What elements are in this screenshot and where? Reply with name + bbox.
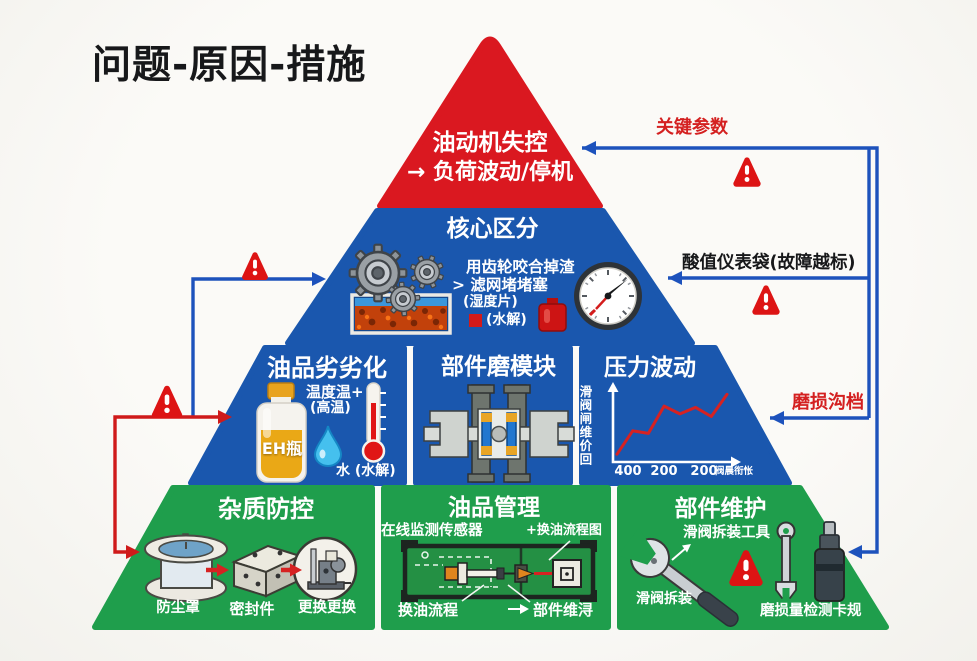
oil-mgmt-leaders [461,540,571,603]
band-cause-pressure [579,345,792,486]
pressure-chart [607,382,741,468]
impurity-item-1: 防尘罩 [156,600,200,616]
oil-canister-icon [538,298,567,332]
chart-tick-suffix: 阀晨衔怅 [715,466,754,477]
dust-cover-icon [144,533,228,602]
gauge-icon [574,262,642,330]
warning-icon-right-mid [752,285,780,315]
impurity-flow-arrows [206,563,302,577]
connector-left-blue-arrowhead [312,272,326,286]
measure-oil-title: 油品管理 [448,495,540,521]
tool-label-pointer [671,544,691,561]
caliper-tools-icon [775,521,845,602]
wear-groove-label: 磨损沟档 [792,392,864,413]
chart-tick-1: 400 [614,464,642,479]
measure-impurity-title: 杂质防控 [218,495,314,523]
connector-left-red-arrowheads [126,410,232,559]
part-maint-label: 部件维浔 [533,601,594,619]
pressure-line [615,392,729,456]
oil-bottle-icon [256,382,307,483]
core-line4: (水解) [486,312,527,328]
gears-tank-icon [348,243,452,335]
core-title: 核心区分 [446,216,539,242]
oil-sensor-label: 在线监测传感器 [381,523,483,539]
machine-part-icon [423,384,575,483]
tool-label: 滑阀拆装工具 [683,525,770,541]
water-label: 水 (水解) [336,463,396,479]
chart-ylabel: 滑阀闸维价回 [577,385,593,466]
warning-icon-right-top [733,157,761,187]
warning-icon-left-top [242,252,268,280]
oil-flow-label: +换油流程图 [526,523,602,538]
bottle-label: EH瓶 [261,439,303,458]
impurity-item-3: 更换更换 [298,600,356,616]
connector-right-blue [582,146,879,554]
thermometer-icon [361,382,386,463]
cause-pressure-title: 压力波动 [604,355,696,381]
impurity-item-2: 密封件 [229,600,275,618]
oil-mgmt-label-arrowhead [520,604,529,614]
oil-sensor-schematic [401,540,597,602]
core-line2: > 滤网堵堵塞 [452,276,548,294]
chart-tick-3: 200 [690,464,718,479]
core-line3: (湿度片) [463,294,518,310]
warning-icon-left-mid [151,385,183,419]
core-line1: 用齿轮咬合掉渣 [466,258,575,276]
band-problem [377,36,603,209]
red-square-icon [469,314,482,327]
valve-label: 滑阀拆装 [636,591,692,607]
chart-tick-2: 200 [650,464,678,479]
cause-wear-title: 部件磨模块 [441,354,556,380]
oil-change-label: 换油流程 [398,601,459,619]
connector-right-blue-arrowheads [582,141,862,559]
problem-line2: → 负荷波动/停机 [406,160,574,185]
problem-line1: 油动机失控 [432,130,548,156]
connector-left-blue [191,277,312,417]
key-params-label: 关键参数 [656,117,728,138]
measure-maintain-title: 部件维护 [674,496,767,522]
gauge-tool-label: 磨损量检测卡规 [760,603,862,619]
page-title: 问题-原因-措施 [92,43,367,88]
replace-pump-icon [292,536,358,602]
water-drop-icon [313,425,343,467]
temp-label: 温度温+ [306,383,364,401]
wrench-icon [618,528,739,627]
acid-meter-label: 酸值仪表袋(故障越标) [682,253,856,273]
cause-oil-title: 油品劣劣化 [267,354,387,382]
temp-sub-label: (高温) [310,400,351,416]
